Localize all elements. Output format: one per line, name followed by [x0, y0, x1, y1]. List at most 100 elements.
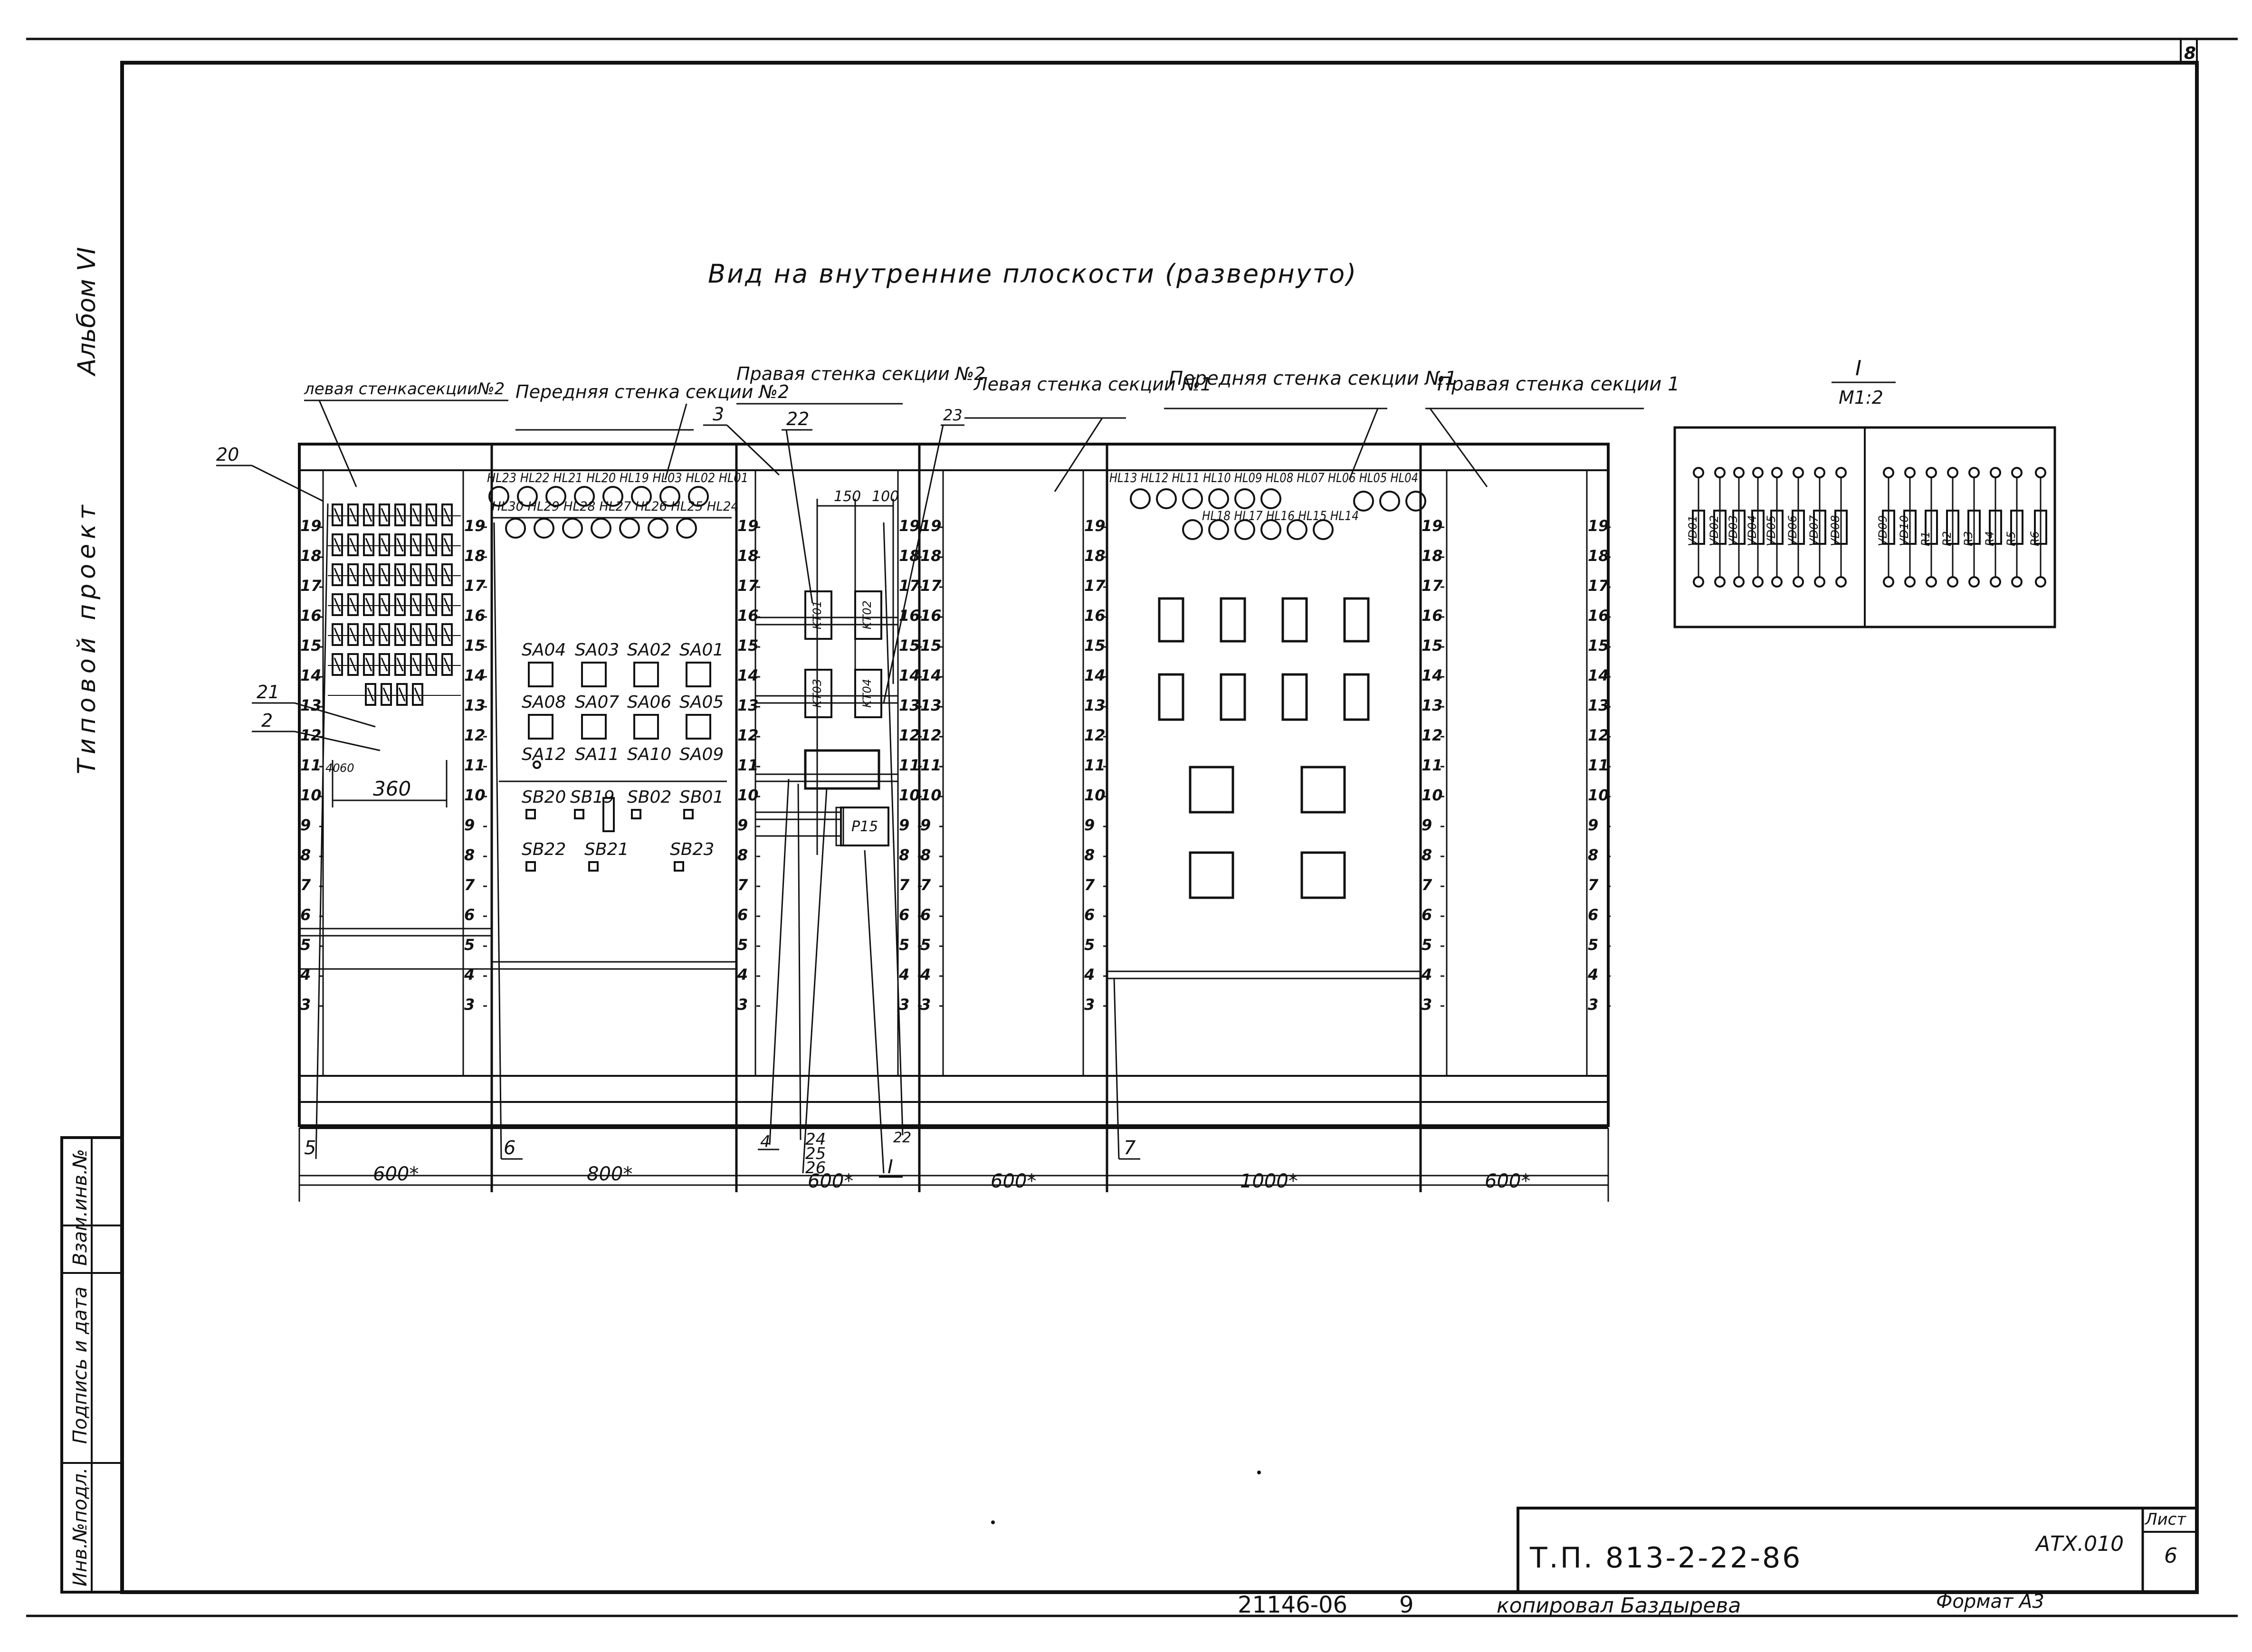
rail-number: 7 [300, 876, 311, 894]
terminal-block-mark [412, 508, 420, 522]
terminal-block [441, 533, 453, 556]
speck-mark [991, 1520, 995, 1524]
detail-element-label: VD02 [1708, 515, 1721, 546]
detail-contact [1904, 467, 1916, 478]
device-p15-label: P15 [851, 818, 878, 835]
terminal-block [332, 593, 343, 616]
rail-number: 19 [899, 517, 920, 535]
detail-element-label: VD05 [1765, 515, 1778, 546]
rail-number: 8 [1084, 846, 1095, 864]
button-label: SB02 [627, 788, 671, 807]
terminal-block-mark [396, 657, 404, 672]
detail-element-label: VD09 [1876, 515, 1889, 546]
rail-number: 7 [1422, 876, 1432, 894]
rail-number: 19 [1084, 517, 1106, 535]
rail-number: 7 [899, 876, 910, 894]
detail-element-body [1834, 510, 1848, 545]
front1-lamps-top-label: HL13 HL12 HL11 HL10 HL09 HL08 HL07 HL06 … [1109, 471, 1418, 485]
signal-lamp [1379, 491, 1400, 512]
rail-number: 10 [1084, 786, 1106, 804]
rail-number: 10 [300, 786, 322, 804]
terminal-block-mark [349, 627, 357, 642]
signal-lamp [1182, 488, 1203, 509]
rail-number: 3 [899, 996, 909, 1014]
terminal-block [410, 623, 421, 646]
rail-number: 8 [737, 846, 748, 864]
detail-contact [1968, 467, 1980, 478]
button-cutout [683, 809, 694, 819]
front2-lamps-bottom-label: HL30 HL29 HL28 HL27 HL26 HL25 HL24 [492, 499, 739, 514]
rail-number: 5 [1422, 936, 1432, 954]
dim-100: 100 [872, 488, 899, 505]
detail-contact [1752, 467, 1764, 478]
detail-contact [1926, 467, 1937, 478]
signal-lamp [648, 518, 668, 539]
button-cutout [674, 861, 684, 872]
rail-number: 17 [1588, 577, 1609, 595]
rail-number: 4 [737, 966, 748, 984]
relay-kt01 [804, 590, 832, 640]
callout-25: 25 [805, 1144, 826, 1163]
detail-element-label: VD04 [1746, 515, 1759, 546]
detail-element-body [1751, 510, 1765, 545]
device-p15 [840, 807, 889, 846]
signal-lamp [688, 486, 709, 507]
button-cutout [574, 809, 584, 819]
rail-number: 6 [737, 906, 748, 924]
rail-number: 11 [1084, 756, 1106, 774]
signal-lamp [545, 486, 566, 507]
rail-number: 18 [920, 547, 942, 565]
footer-order: 21146-06 [1238, 1592, 1347, 1618]
caption-right-wall-2: Правая стенка секции №2 [736, 363, 985, 384]
speck-mark [1257, 1471, 1261, 1474]
rail-number: 5 [300, 936, 311, 954]
terminal-block [347, 593, 359, 616]
signal-lamp [562, 518, 583, 539]
terminal-block-mark [443, 627, 451, 642]
detail-element-label: R2 [1940, 531, 1954, 546]
terminal-block-mark [428, 538, 435, 552]
button-cutout [588, 861, 599, 872]
detail-element-body [1946, 510, 1959, 545]
rail-number: 13 [464, 696, 486, 714]
switch-label: SA08 [522, 693, 566, 712]
front-wall-1: HL13 HL12 HL11 HL10 HL09 HL08 HL07 HL06 … [1109, 471, 1426, 1160]
terminal-block [426, 503, 437, 526]
terminal-block-mark [443, 538, 451, 552]
instrument-cutout [1220, 673, 1246, 721]
rail-number: 15 [1588, 636, 1609, 655]
detail-element-label: VD07 [1807, 515, 1821, 546]
terminal-block [379, 503, 390, 526]
rail-number: 14 [1422, 666, 1443, 684]
front1-lamps-top [1130, 488, 1426, 512]
rail-number: 3 [300, 996, 311, 1014]
instrument-cutout [1158, 673, 1184, 721]
terminal-block-mark [428, 598, 435, 612]
switch-label: SA12 [522, 745, 566, 764]
detail-element-label: R1 [1919, 531, 1932, 546]
detail-contact [1733, 576, 1745, 588]
terminal-block [426, 653, 437, 676]
rail-number: 4 [1421, 966, 1432, 984]
left-stamp-column: Инв.№подл. Подпись и дата Взам.инв.№ Аль… [60, 247, 124, 1594]
terminal-block-mark [334, 508, 341, 522]
rail-number: 4 [464, 966, 475, 984]
rail-number: 11 [1422, 756, 1443, 774]
terminal-block [410, 533, 421, 556]
signal-lamp [505, 518, 526, 539]
instrument-cutout [1220, 597, 1246, 643]
signal-lamp [1182, 519, 1203, 540]
rail-number: 9 [1422, 816, 1432, 834]
terminal-block-mark [365, 657, 372, 672]
detail-element-label: R6 [2028, 531, 2042, 546]
terminal-block [410, 653, 421, 676]
rail-number: 18 [737, 547, 759, 565]
terminal-block-mark [334, 598, 341, 612]
rail-number: 12 [1084, 726, 1106, 744]
terminal-block [379, 563, 390, 586]
signal-lamp [659, 486, 680, 507]
terminal-block [363, 653, 374, 676]
callout-23: 23 [943, 406, 963, 424]
bottom-ref-4: 4 [760, 1132, 771, 1151]
